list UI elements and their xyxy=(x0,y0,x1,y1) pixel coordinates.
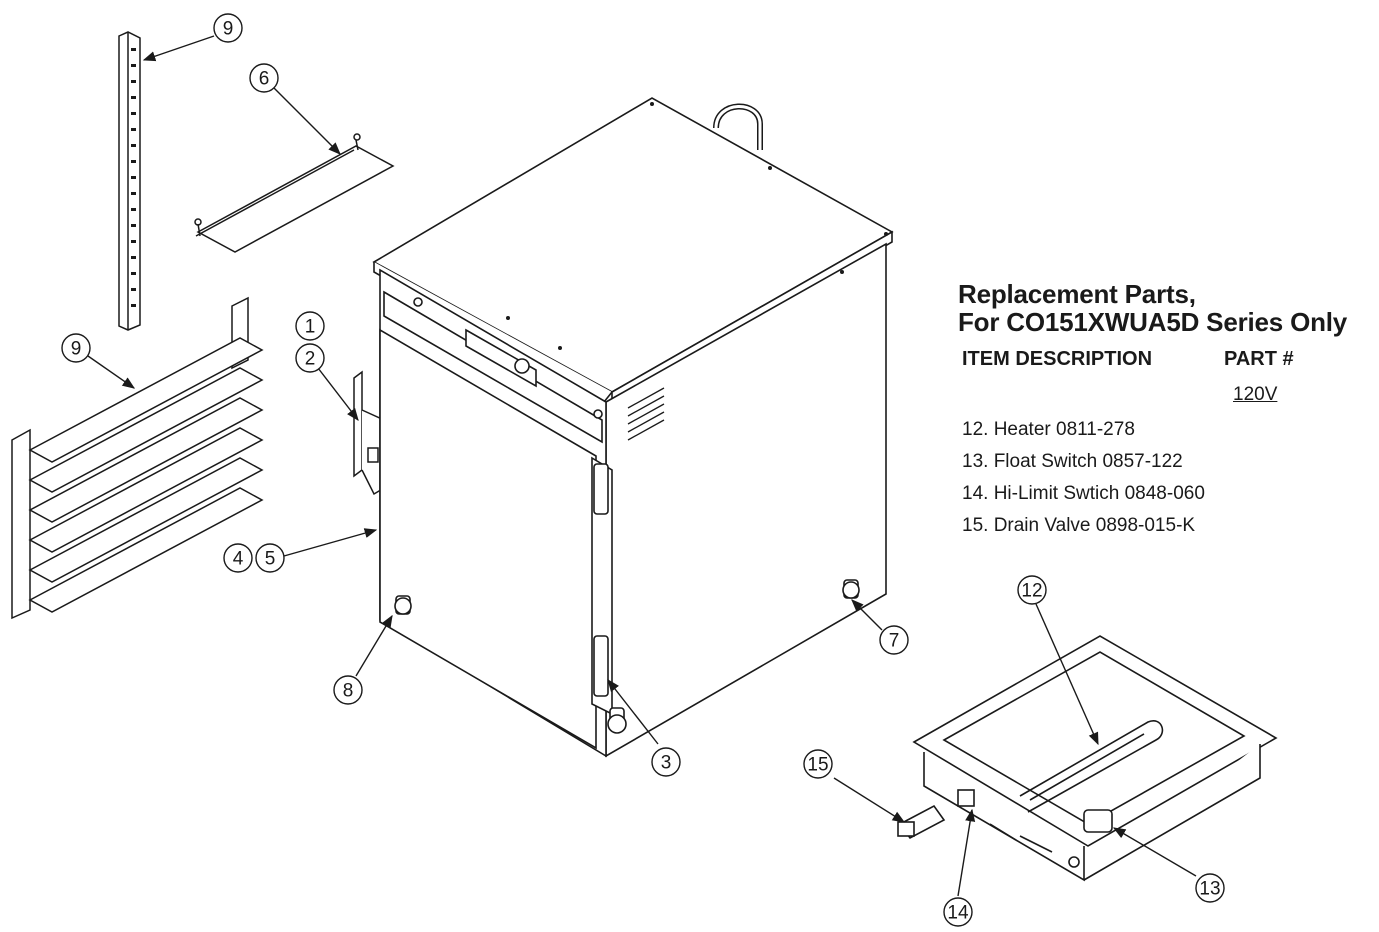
parts-list-item: 15. Drain Valve 0898-015-K xyxy=(962,515,1196,536)
callout-circle xyxy=(295,343,325,373)
callout-c13: 13 xyxy=(1195,873,1225,903)
callout-number: 6 xyxy=(259,69,270,90)
callout-number: 7 xyxy=(889,631,900,652)
callout-number: 13 xyxy=(1199,879,1220,900)
callout-c8: 8 xyxy=(333,675,363,705)
replacement-parts-panel: Replacement Parts, For CO151XWUA5D Serie… xyxy=(958,279,1378,536)
callout-number: 9 xyxy=(223,19,234,40)
callout-circle xyxy=(1195,873,1225,903)
callout-number: 5 xyxy=(265,549,276,570)
callout-number: 4 xyxy=(233,549,244,570)
callout-c2: 2 xyxy=(295,343,325,373)
callout-c12: 12 xyxy=(1017,575,1047,605)
callout-circle xyxy=(223,543,253,573)
leader-lines xyxy=(87,35,1197,897)
parts-title-line1: Replacement Parts, xyxy=(958,279,1196,309)
callout-circle xyxy=(249,63,279,93)
callout-c3: 3 xyxy=(651,747,681,777)
callout-c6: 6 xyxy=(249,63,279,93)
callout-c9a: 9 xyxy=(213,13,243,43)
parts-list-item: 13. Float Switch 0857-122 xyxy=(962,451,1183,472)
shelf-standard-vertical xyxy=(118,31,141,331)
door-latch-bracket xyxy=(353,370,385,496)
header-part-number: PART # xyxy=(1224,348,1294,370)
callout-number: 9 xyxy=(71,339,82,360)
callout-circle xyxy=(1017,575,1047,605)
callout-c14: 14 xyxy=(943,897,973,927)
callout-circle xyxy=(61,333,91,363)
callout-c15: 15 xyxy=(803,749,833,779)
parts-list: 12. Heater 0811-278 13. Float Switch 085… xyxy=(962,414,1205,542)
callout-circle xyxy=(213,13,243,43)
callout-circle xyxy=(943,897,973,927)
parts-list-item: 12. Heater 0811-278 xyxy=(962,419,1135,440)
callout-circle xyxy=(295,311,325,341)
header-item-description: ITEM DESCRIPTION xyxy=(962,348,1153,370)
voltage-label: 120V xyxy=(1233,384,1278,405)
callout-c5: 5 xyxy=(255,543,285,573)
callout-number: 8 xyxy=(343,681,354,702)
callout-number: 15 xyxy=(807,755,828,776)
callout-number: 3 xyxy=(661,753,672,774)
callout-circle xyxy=(803,749,833,779)
callout-number: 2 xyxy=(305,349,316,370)
callout-c9b: 9 xyxy=(61,333,91,363)
water-pan-assembly xyxy=(897,635,1278,882)
callout-circle xyxy=(333,675,363,705)
callout-c4: 4 xyxy=(223,543,253,573)
callout-circle xyxy=(255,543,285,573)
callout-circle xyxy=(879,625,909,655)
callout-number: 1 xyxy=(305,317,316,338)
parts-list-item: 14. Hi-Limit Swtich 0848-060 xyxy=(962,483,1205,504)
holding-cabinet xyxy=(372,97,894,758)
slide-rack-panel xyxy=(11,296,264,620)
callout-c7: 7 xyxy=(879,625,909,655)
callout-c1: 1 xyxy=(295,311,325,341)
callout-number: 14 xyxy=(947,903,969,924)
parts-table-header: ITEM DESCRIPTION PART # xyxy=(958,348,1378,378)
callout-circle xyxy=(651,747,681,777)
parts-title-line2: For CO151XWUA5D Series Only xyxy=(958,307,1348,337)
callout-number: 12 xyxy=(1021,581,1042,602)
wire-shelf xyxy=(194,133,395,253)
